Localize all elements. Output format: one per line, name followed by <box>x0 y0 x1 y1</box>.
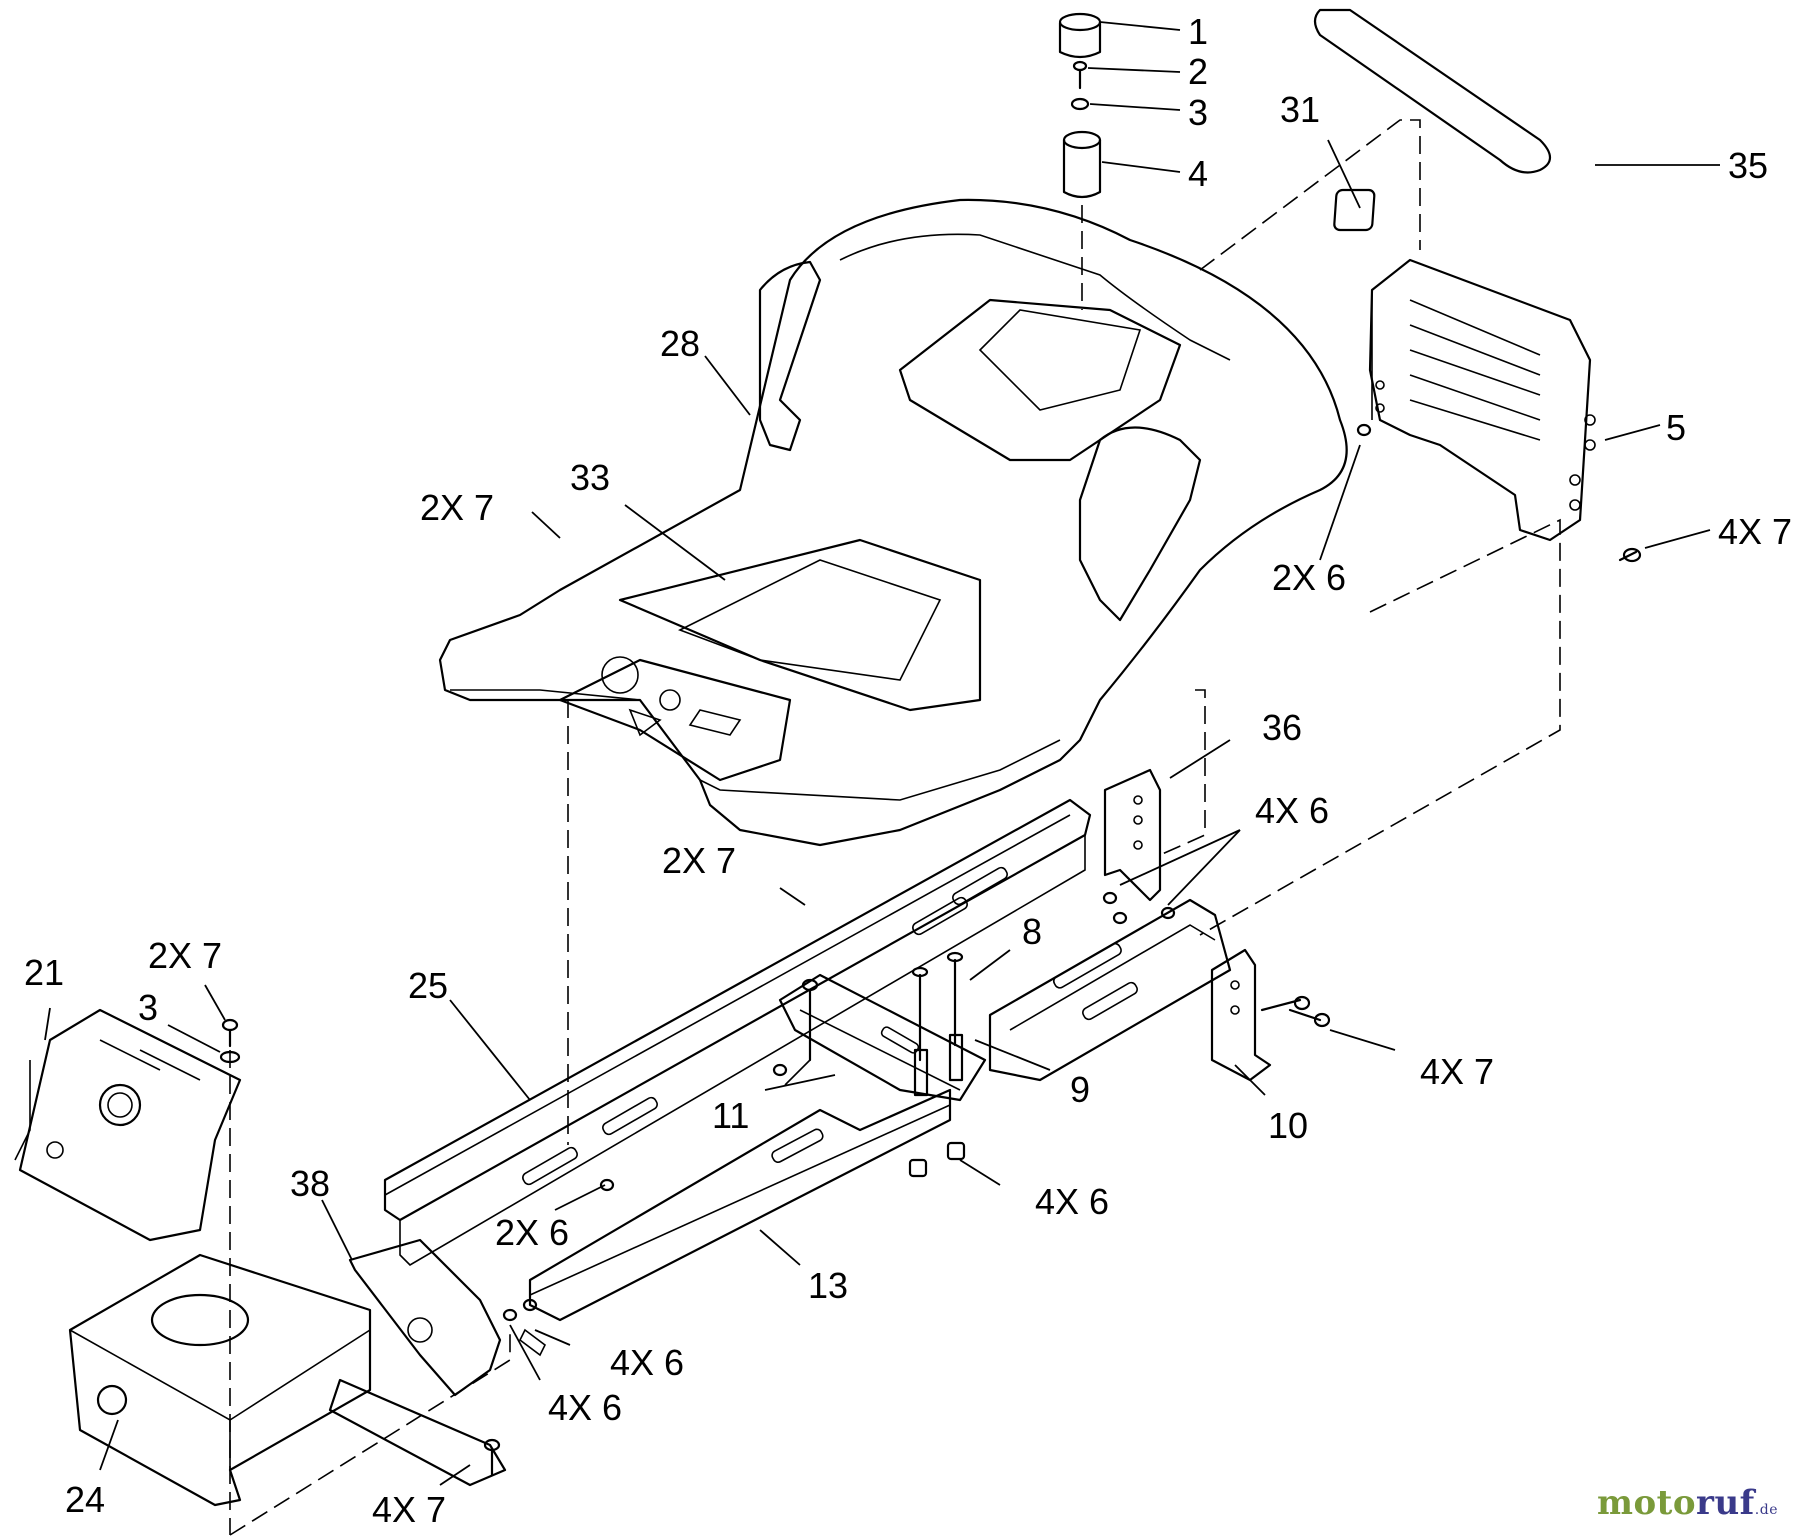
base-plate-part-24 <box>68 1253 507 1507</box>
bolt-4x7-base <box>483 1438 501 1477</box>
callout-38: 38 <box>290 1163 330 1204</box>
callout-31: 31 <box>1280 89 1320 130</box>
spacer-part-9 <box>913 1033 964 1097</box>
callout-24: 24 <box>65 1479 105 1520</box>
shield-part-5 <box>1368 258 1596 542</box>
washer-part-3-lower <box>219 1050 241 1064</box>
seat-mount-part-11 <box>778 973 987 1102</box>
callout-33: 33 <box>570 457 610 498</box>
bracket-part-10 <box>1210 948 1272 1082</box>
callout-28: 28 <box>660 323 700 364</box>
callout-25: 25 <box>408 965 448 1006</box>
callout-13: 13 <box>808 1265 848 1306</box>
leader-lines <box>44 21 1720 1486</box>
callout-2x7-mount: 2X 7 <box>662 840 736 881</box>
watermark-tld: .de <box>1754 1502 1778 1518</box>
callout-2x6-upper: 2X 6 <box>1272 557 1346 598</box>
callout-2x6-lower: 2X 6 <box>495 1212 569 1253</box>
watermark-brand-a: moto <box>1596 1483 1697 1523</box>
callout-4x6-base-b: 4X 6 <box>548 1387 622 1428</box>
knob-part-1 <box>1058 12 1102 59</box>
callout-10: 10 <box>1268 1105 1308 1146</box>
callout-9: 9 <box>1070 1069 1090 1110</box>
callout-36: 36 <box>1262 707 1302 748</box>
bracket-part-21 <box>14 1008 242 1242</box>
callout-35: 35 <box>1728 145 1768 186</box>
label-part-31 <box>1333 188 1376 232</box>
callout-8: 8 <box>1022 911 1042 952</box>
callout-2x7-bracket: 2X 7 <box>148 935 222 976</box>
nut-2x6-lower <box>599 1063 788 1192</box>
callout-5: 5 <box>1666 407 1686 448</box>
callout-1: 1 <box>1188 11 1208 52</box>
callout-4x6-mount: 4X 6 <box>1035 1181 1109 1222</box>
decal-part-35 <box>1313 8 1552 174</box>
callout-4x6-rear: 4X 6 <box>1255 790 1329 831</box>
nut-4x6-base <box>502 1298 547 1357</box>
callout-4x7-base: 4X 7 <box>372 1489 446 1530</box>
bolt-2x7-bracket <box>221 1018 239 1048</box>
nut-4x6-mount <box>908 1141 966 1178</box>
bolt-part-8 <box>911 951 964 1062</box>
callout-2x7-top: 2X 7 <box>420 487 494 528</box>
callout-21: 21 <box>24 952 64 993</box>
callout-labels: 1 2 3 4 35 31 28 33 2X 7 5 4X 7 2X 6 36 … <box>24 11 1792 1530</box>
body-part-28 <box>438 198 1348 847</box>
spacer-part-4 <box>1062 130 1102 199</box>
callout-11: 11 <box>712 1095 749 1136</box>
bracket-part-36 <box>1103 768 1162 902</box>
callout-4: 4 <box>1188 153 1208 194</box>
assembly-line <box>1159 689 1206 856</box>
callout-4x7-shield: 4X 7 <box>1718 511 1792 552</box>
rear-frame-member <box>988 898 1232 1082</box>
watermark-logo: motoruf.de <box>1597 1483 1778 1523</box>
callout-4x6-base-a: 4X 6 <box>610 1342 684 1383</box>
bolt-2x7-mount <box>784 978 819 1086</box>
callout-3-lower: 3 <box>138 987 158 1028</box>
screw-4x7-shield <box>1618 547 1642 563</box>
screw-part-2 <box>1072 60 1088 90</box>
assembly-line <box>229 1330 511 1536</box>
callout-2: 2 <box>1188 51 1208 92</box>
screw-2x6-upper <box>1356 423 1372 437</box>
callout-3: 3 <box>1188 92 1208 133</box>
watermark-brand-b: ruf <box>1696 1483 1755 1523</box>
frame-rail-part-25 <box>383 798 1092 1267</box>
callout-4x7-rear: 4X 7 <box>1420 1051 1494 1092</box>
assembly-line <box>1199 119 1421 271</box>
nut-4x6-rear <box>1102 891 1176 925</box>
plate-part-38 <box>348 1238 502 1397</box>
bolt-4x7-rear <box>1260 995 1331 1028</box>
washer-part-3 <box>1070 97 1090 111</box>
assembly-line <box>1199 518 1561 936</box>
